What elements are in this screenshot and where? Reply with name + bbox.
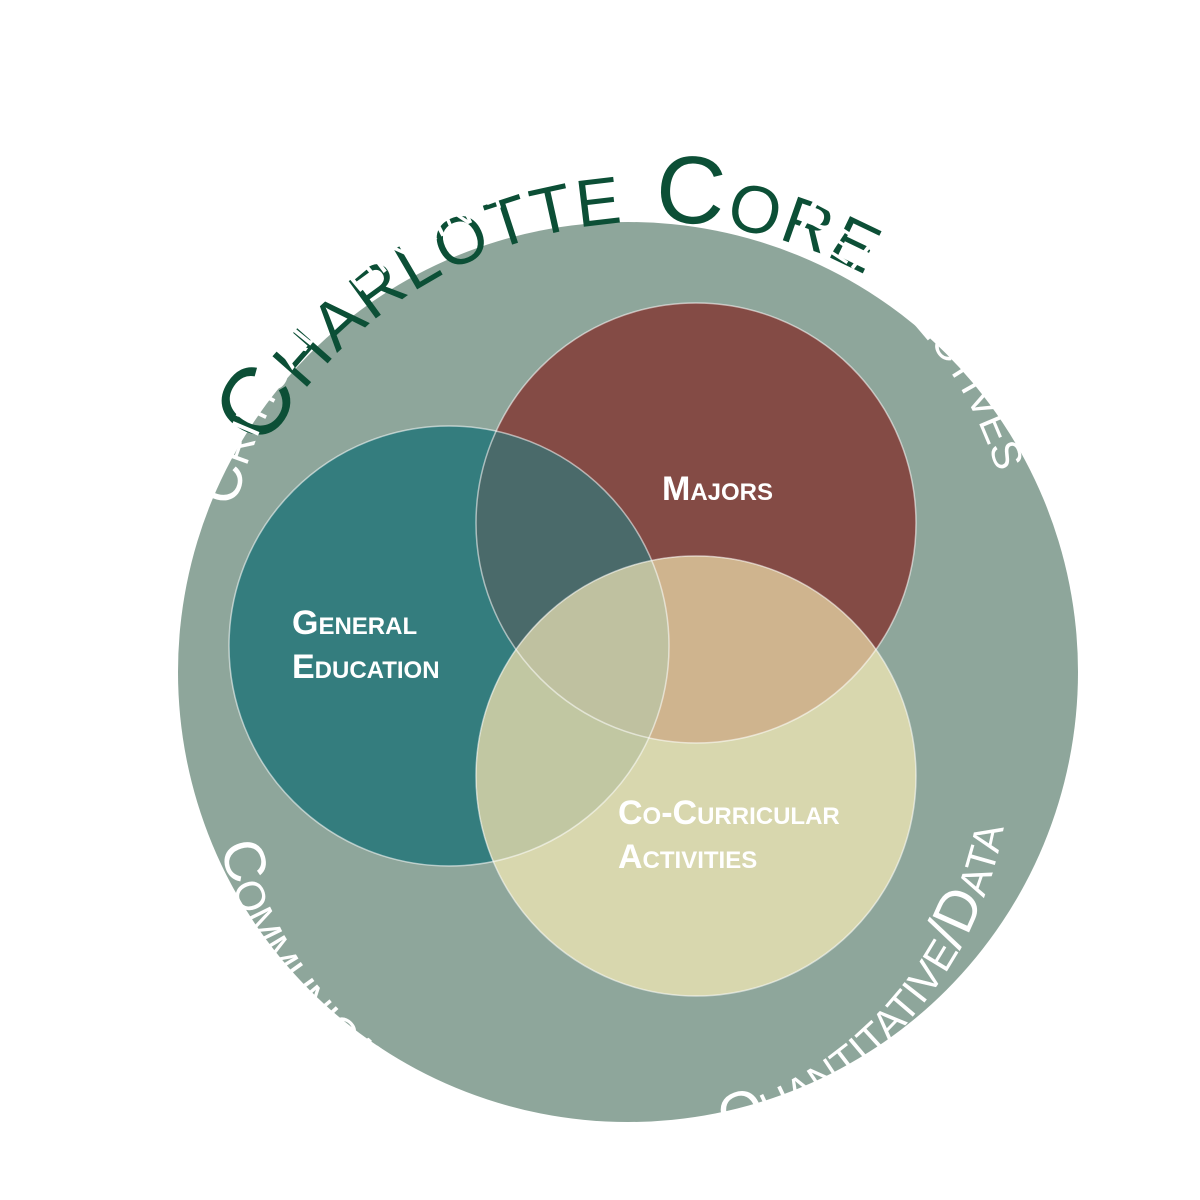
co-curricular-label-line1: Co-Curricular [618, 794, 840, 832]
majors-label: Majors [662, 470, 773, 508]
co-curricular-label-line2: Activities [618, 838, 757, 876]
general-education-outline [228, 425, 670, 867]
overlap-all-three [476, 556, 669, 743]
general-education-label-line2: Education [292, 648, 440, 686]
majors-outline [475, 302, 917, 744]
general-education-label-line1: General [292, 604, 417, 642]
co-curricular-outline [475, 555, 917, 997]
